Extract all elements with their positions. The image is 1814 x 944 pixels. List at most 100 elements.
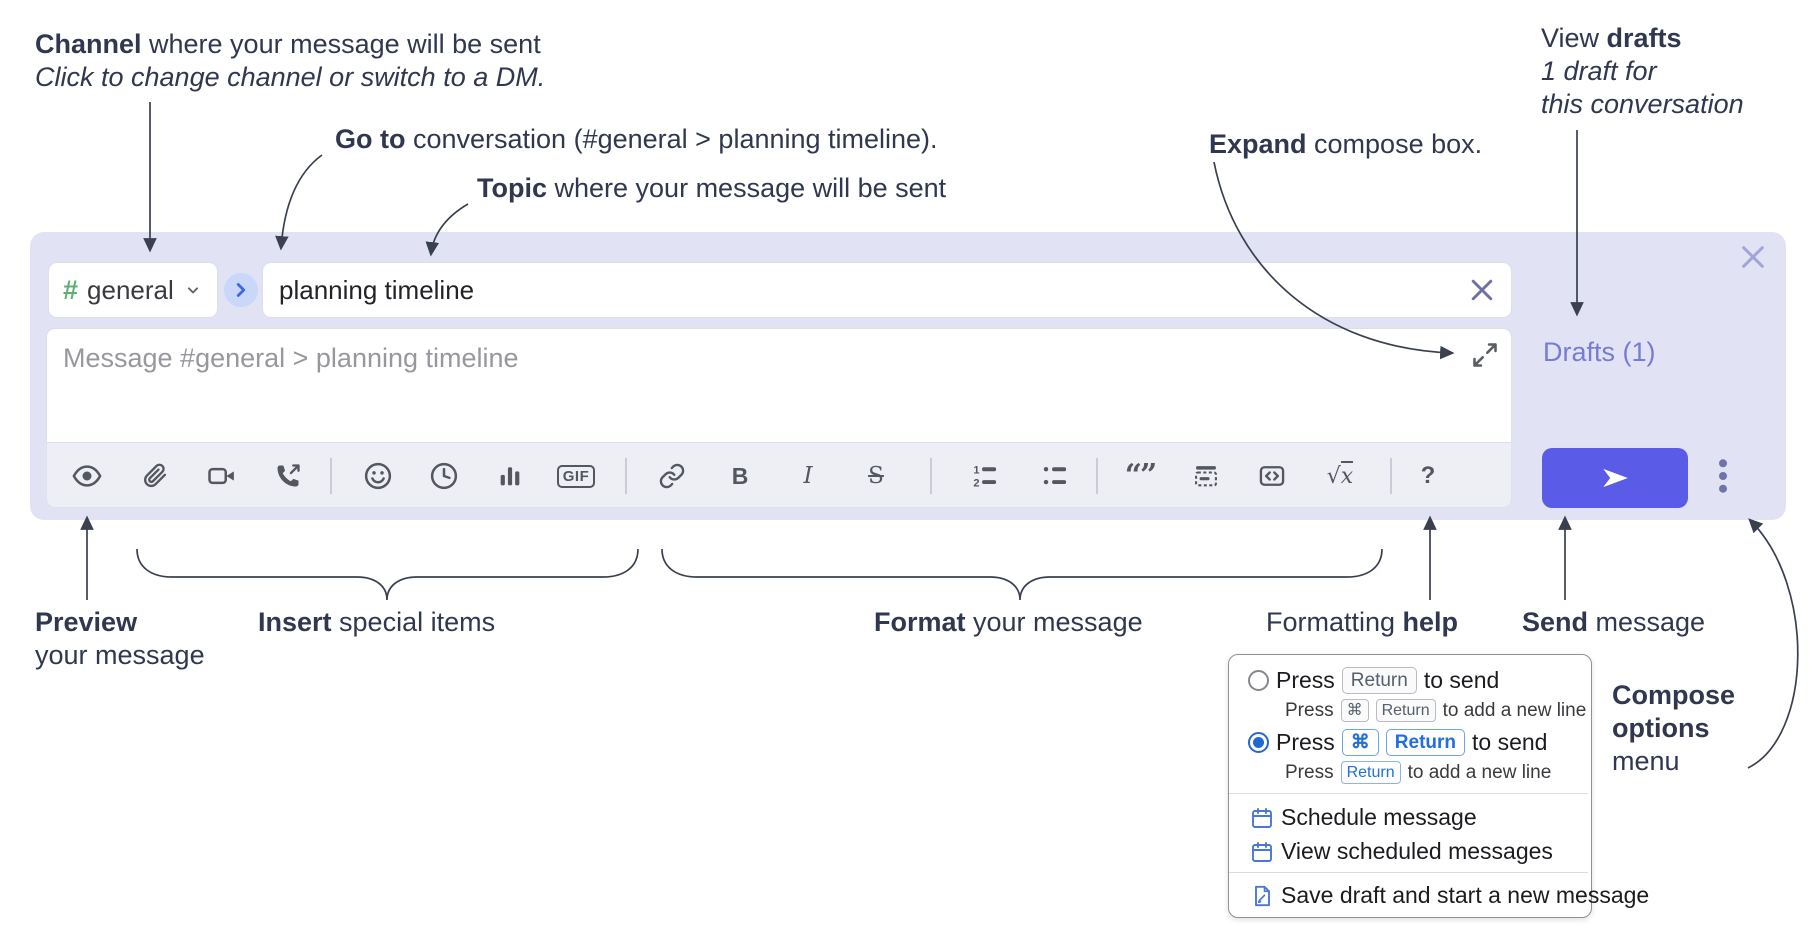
annotation-goto: Go to conversation (#general > planning … [335,123,938,156]
math-x: x [1340,460,1354,489]
annotation-expand: Expand compose box. [1209,128,1482,161]
annotation-view-drafts: View drafts 1 draft for this conversatio… [1541,22,1744,121]
quote-icon: “” [1124,458,1157,493]
add-global-time-button[interactable] [424,456,464,496]
compose-options-popup [1228,654,1592,918]
arrow-compose-options [1747,518,1799,769]
preview-message-button[interactable] [67,456,107,496]
link-icon [659,463,685,489]
send-icon [1603,468,1628,488]
math-button[interactable]: √x [1316,456,1364,496]
menu-option-cmd-return-to-send[interactable]: Press ⌘ Return to send [1248,729,1547,756]
annotation-compose-options: Compose options menu [1612,679,1735,778]
toolbar-divider [1096,458,1098,494]
video-call-button[interactable] [202,456,242,496]
insert-link-button[interactable] [652,456,692,496]
bar-chart-icon [500,467,520,486]
annotation-preview: Preview your message [35,606,205,672]
annotation-send: Send message [1522,606,1705,639]
channel-name: general [87,274,174,305]
spoiler-button[interactable] [1186,456,1226,496]
annotation-fmt-help-bold: help [1402,607,1459,637]
svg-text:2: 2 [973,478,979,490]
option1-sub-post: to add a new line [1442,699,1587,721]
bold-button[interactable]: B [720,456,760,496]
cmd-key-chip: ⌘ [1341,729,1379,756]
annotation-view-drafts-line2: 1 draft for [1541,56,1657,86]
option1-post: to send [1423,667,1500,693]
compose-options-button[interactable] [1705,456,1741,496]
drafts-link[interactable]: Drafts (1) [1543,337,1656,367]
annotation-format-rest: your message [965,607,1143,637]
channel-selector[interactable]: # general [48,262,218,318]
chevron-down-icon [187,287,199,294]
brace-insert [136,548,639,601]
annotation-topic-rest: where your message will be sent [547,173,947,203]
annotation-topic-bold: Topic [477,173,547,203]
annotation-channel-line2: Click to change channel or switch to a D… [35,62,546,92]
menu-item-save-draft[interactable]: Save draft and start a new message [1250,882,1649,909]
menu-item-label: View scheduled messages [1281,838,1553,864]
radio-unselected-icon[interactable] [1248,670,1269,691]
annotation-expand-bold: Expand [1209,129,1307,159]
return-key-chip: Return [1341,667,1417,694]
radio-selected-icon[interactable] [1248,732,1269,753]
message-formatting-help-button[interactable]: ? [1408,456,1448,496]
annotation-send-rest: message [1588,607,1706,637]
quote-button[interactable]: “” [1116,456,1164,496]
math-radical: √ [1326,463,1341,489]
clock-icon [430,462,458,490]
emoji-button[interactable] [358,456,398,496]
toolbar-divider [1390,458,1392,494]
annotation-insert-bold: Insert [258,607,332,637]
add-gif-button[interactable]: GIF [552,456,600,496]
return-key-chip: Return [1375,699,1436,722]
annotation-format-bold: Format [874,607,966,637]
annotation-fmt-help-pre: Formatting [1266,607,1403,637]
annotation-goto-rest: conversation (#general > planning timeli… [405,124,938,154]
option2-post: to send [1472,729,1548,755]
option1-pre: Press [1276,667,1335,693]
menu-item-view-scheduled-messages[interactable]: View scheduled messages [1250,838,1553,865]
italic-icon: I [803,463,813,489]
annotation-insert: Insert special items [258,606,495,639]
popup-divider [1229,872,1588,873]
strikethrough-icon: S [868,463,884,489]
close-compose-icon[interactable] [1737,241,1769,273]
menu-option-cmd-return-to-send-subtext: Press Return to add a new line [1285,761,1551,784]
go-to-conversation-button[interactable] [224,273,258,307]
menu-item-schedule-message[interactable]: Schedule message [1250,804,1477,831]
vertical-ellipsis-icon [1719,459,1727,493]
annotation-view-drafts-bold: drafts [1606,23,1682,53]
send-button[interactable] [1542,448,1688,508]
option2-sub-post: to add a new line [1407,761,1552,783]
annotation-compose-options-line1: Compose [1612,680,1736,710]
toolbar-divider [930,458,932,494]
annotation-compose-options-line2: options [1612,713,1710,743]
code-icon [1259,466,1285,486]
phone-call-icon [277,464,300,487]
annotation-send-bold: Send [1522,607,1589,637]
expand-compose-icon[interactable] [1471,341,1499,369]
message-input[interactable] [61,341,1445,433]
bulleted-list-button[interactable] [1035,456,1075,496]
menu-option-return-to-send[interactable]: Press Return to send [1248,667,1499,694]
voice-call-button[interactable] [268,456,308,496]
toolbar-divider [625,458,627,494]
popup-divider [1229,793,1588,794]
option2-pre: Press [1276,729,1335,755]
add-poll-button[interactable] [490,456,530,496]
annotation-channel: Channel where your message will be sent … [35,28,545,94]
brace-format [661,548,1383,601]
italic-button[interactable]: I [788,456,828,496]
annotation-preview-bold: Preview [35,607,138,637]
code-button[interactable] [1252,456,1292,496]
menu-item-label: Save draft and start a new message [1281,882,1650,908]
attach-file-button[interactable] [135,456,175,496]
topic-input[interactable] [277,273,1467,307]
strikethrough-button[interactable]: S [856,456,896,496]
clear-topic-icon[interactable] [1467,275,1497,305]
menu-item-label: Schedule message [1281,804,1477,830]
